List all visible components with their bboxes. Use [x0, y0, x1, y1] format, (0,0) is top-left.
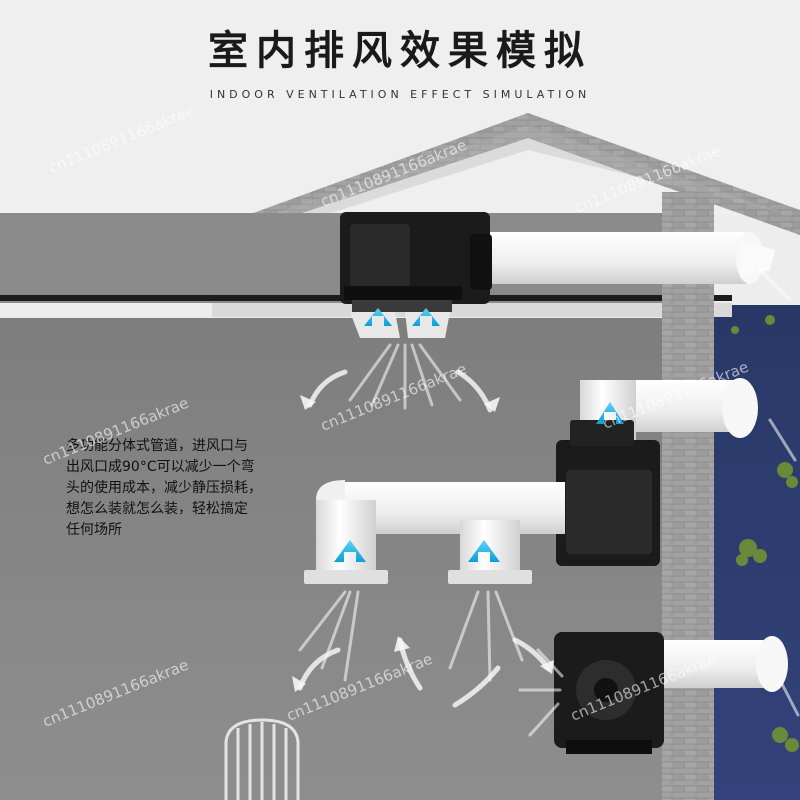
- ceiling-slab: [212, 303, 732, 317]
- up-arrow-icon: [364, 308, 392, 326]
- chair: [224, 718, 300, 800]
- top-duct: [485, 232, 775, 284]
- description-line: 任何场所: [66, 522, 122, 538]
- top-inlets: [350, 312, 450, 338]
- description-line: 头的使用成本，减少静压损耗，: [66, 480, 262, 496]
- airflow-up-arrows: [334, 308, 624, 562]
- description-line: 多功能分体式管道，进风口与: [66, 438, 248, 454]
- up-arrow-icon: [412, 308, 440, 326]
- up-arrow-icon: [468, 540, 500, 562]
- page-title: 室内排风效果模拟: [208, 28, 592, 74]
- foliage: [731, 315, 799, 752]
- airflow-streaks: [298, 268, 800, 737]
- page-subtitle: INDOOR VENTILATION EFFECT SIMULATION: [209, 88, 591, 101]
- description-line: 出风口成90°C可以减少一个弯: [66, 459, 255, 475]
- top-fan-unit: [340, 212, 492, 312]
- brick-column: [662, 192, 714, 800]
- middle-manifold: [304, 480, 565, 584]
- up-arrow-icon: [596, 402, 624, 424]
- middle-fan-unit: [556, 420, 660, 566]
- description-line: 想怎么装就怎么装，轻松搞定: [66, 501, 248, 517]
- bottom-exhaust-duct: [655, 636, 788, 692]
- feature-description: 多功能分体式管道，进风口与 出风口成90°C可以减少一个弯 头的使用成本，减少静…: [66, 436, 316, 541]
- roof: [212, 113, 800, 246]
- bottom-fan-unit: [554, 632, 664, 754]
- up-arrow-icon: [334, 540, 366, 562]
- arrow-heads: [292, 395, 554, 692]
